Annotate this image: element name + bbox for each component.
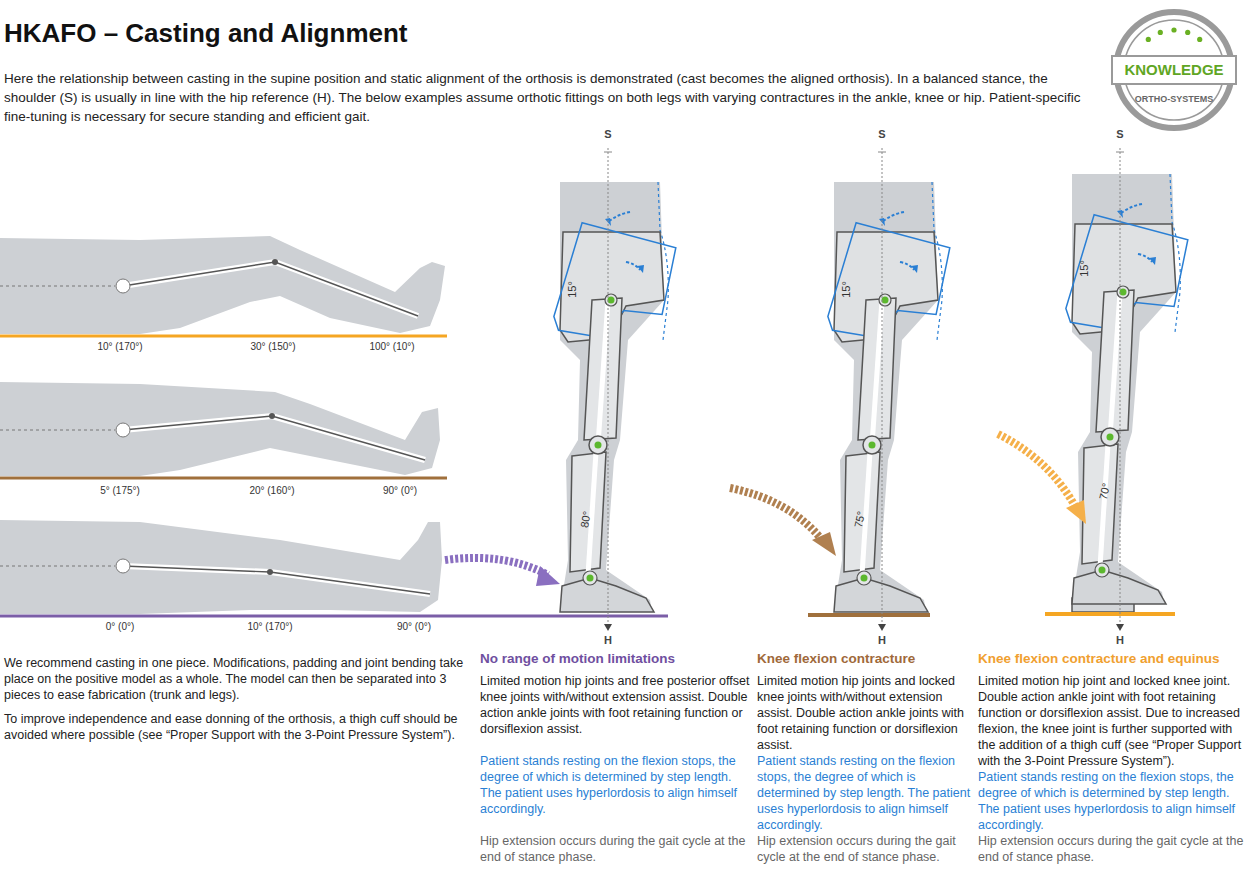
shoulder-marker: S — [872, 128, 892, 141]
angle-value: 90° (0°) — [369, 621, 459, 633]
angle-value: 100° (10°) — [347, 341, 437, 353]
stance-note: Patient stands resting on the flexion st… — [978, 769, 1246, 833]
column-heading: No range of motion limitations — [480, 650, 752, 668]
column-heading: Knee flexion contracture and equinus — [978, 650, 1246, 668]
stance-note: Patient stands resting on the flexion st… — [757, 753, 975, 833]
description-text: Limited motion hip joint and locked knee… — [978, 673, 1246, 769]
logo-badge: KNOWLEDGE ORTHO-SYSTEMS — [1110, 6, 1238, 134]
angle-value: 0° (0°) — [75, 621, 165, 633]
angle-value: 30° (150°) — [228, 341, 318, 353]
angle-marker: 15° — [840, 275, 853, 305]
page-title: HKAFO – Casting and Alignment — [4, 18, 408, 49]
shoulder-marker: S — [1110, 128, 1130, 141]
angle-value: 10° (170°) — [225, 621, 315, 633]
angle-marker: 15° — [1078, 254, 1091, 284]
description-text: Limited motion hip joints and free poste… — [480, 673, 752, 737]
angle-value: 20° (160°) — [227, 485, 317, 497]
gait-note: Hip extension occurs during the gait cyc… — [978, 833, 1246, 865]
gait-note: Hip extension occurs during the gait cyc… — [757, 833, 975, 865]
intro-text: Here the relationship between casting in… — [4, 69, 1089, 126]
angle-marker: 15° — [566, 275, 579, 305]
badge-subtitle: ORTHO-SYSTEMS — [1124, 94, 1224, 104]
note-text: To improve independence and ease donning… — [4, 711, 470, 743]
angle-value: 90° (0°) — [355, 485, 445, 497]
hip-marker: H — [598, 634, 618, 647]
angle-value: 5° (175°) — [75, 485, 165, 497]
note-text: We recommend casting in one piece. Modif… — [4, 655, 470, 703]
hip-marker: H — [1110, 634, 1130, 647]
gait-note: Hip extension occurs during the gait cyc… — [480, 833, 752, 865]
stance-note: Patient stands resting on the flexion st… — [480, 753, 752, 817]
angle-value: 10° (170°) — [75, 341, 165, 353]
hip-marker: H — [872, 634, 892, 647]
description-text: Limited motion hip joints and locked kne… — [757, 673, 975, 753]
column-heading: Knee flexion contracture — [757, 650, 975, 668]
badge-title: KNOWLEDGE — [1112, 61, 1236, 78]
shoulder-marker: S — [598, 128, 618, 141]
